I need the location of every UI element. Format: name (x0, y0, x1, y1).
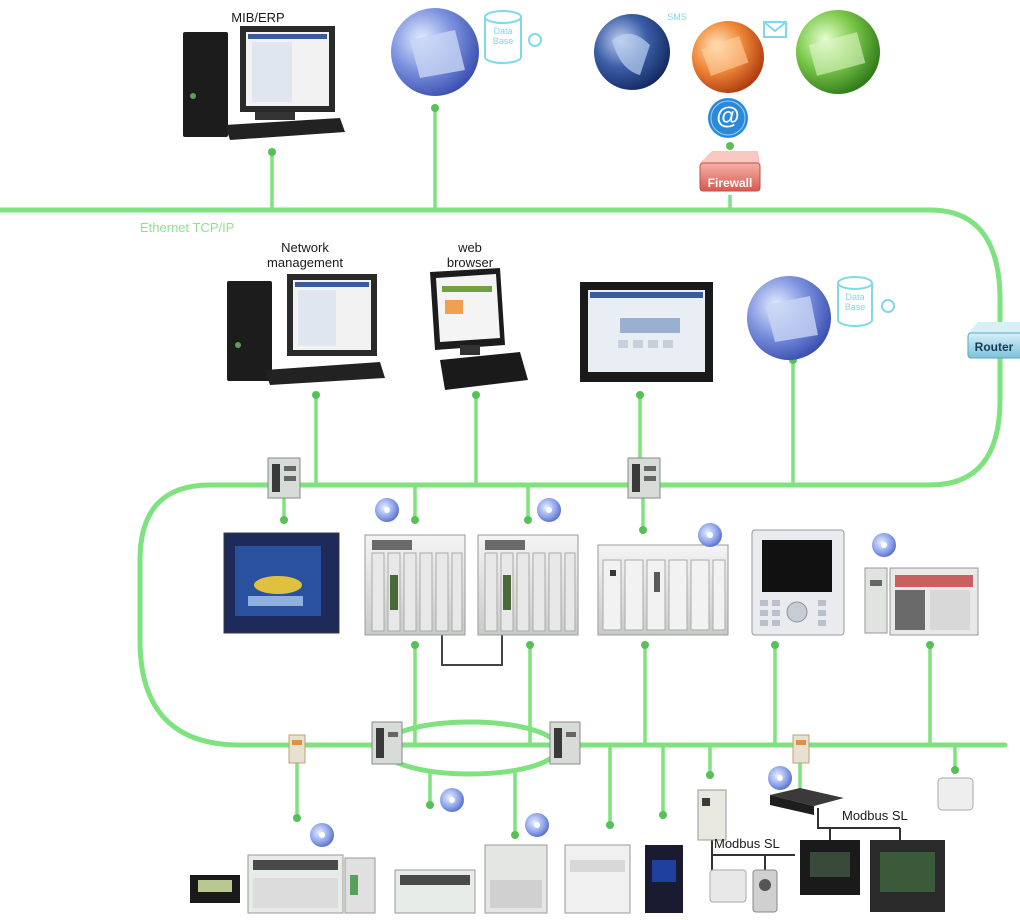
display-terminal-small (190, 875, 240, 903)
at-sign-label: @ (716, 103, 740, 130)
modbus-gateway-box (770, 788, 844, 815)
database-server-mid (747, 276, 895, 360)
sms-label: SMS (667, 12, 687, 22)
router-device (967, 322, 1020, 359)
database-mid-label: Data Base (844, 292, 866, 312)
hmi-touch-panel (580, 282, 713, 382)
plc-interconnect-cable (441, 628, 503, 666)
compact-plc (564, 844, 631, 914)
web-browser-computer (430, 268, 528, 390)
controller-with-gateway (864, 567, 979, 636)
modbus-sl-label-1: Modbus SL (714, 836, 780, 851)
firewall-label: Firewall (707, 176, 753, 190)
distributed-io-2 (394, 869, 476, 914)
ring-switch-right (549, 721, 581, 765)
email-globe (692, 21, 787, 93)
ring-switch-left (371, 721, 403, 765)
modbus-sl-label-2: Modbus SL (842, 808, 908, 823)
software-cd-icon-group (310, 498, 896, 847)
distributed-io-1 (247, 854, 376, 914)
at-sign-icon (708, 98, 748, 138)
network-management-label: Network management (267, 240, 343, 270)
variable-speed-drive (645, 845, 683, 913)
modbus-gateway-device (697, 789, 727, 841)
modbus-device-2 (752, 869, 778, 913)
web-browser-label: web browser (446, 240, 494, 270)
plc-rack-3 (597, 544, 729, 636)
ethernet-switch-right (627, 457, 661, 499)
database-top-label: Data Base (492, 26, 514, 46)
modbus-device-1 (709, 869, 747, 903)
plc-rack-1 (364, 534, 466, 636)
ethernet-label: Ethernet TCP/IP (140, 220, 235, 235)
firewall-device (699, 151, 761, 192)
ethernet-switch-left (267, 457, 301, 499)
mib-erp-label: MIB/ERP (231, 10, 285, 25)
internet-globe (796, 10, 880, 94)
operator-panel-blue (223, 532, 340, 634)
sensor-device (937, 777, 974, 811)
circuit-breaker (870, 840, 945, 912)
connection-nodes (268, 104, 959, 839)
tap-connector-right (792, 734, 810, 764)
tap-connector-left (288, 734, 306, 764)
modbus-serial-lines (711, 808, 901, 870)
hmi-keypad-terminal (751, 529, 845, 636)
plc-rack-2 (477, 534, 579, 636)
power-meter (800, 840, 860, 895)
router-label: Router (974, 340, 1014, 354)
mib-erp-computer (183, 26, 345, 140)
network-management-computer (227, 274, 385, 385)
sms-phone-globe (594, 14, 670, 90)
io-module-block (484, 844, 548, 914)
database-server-top (391, 8, 542, 96)
